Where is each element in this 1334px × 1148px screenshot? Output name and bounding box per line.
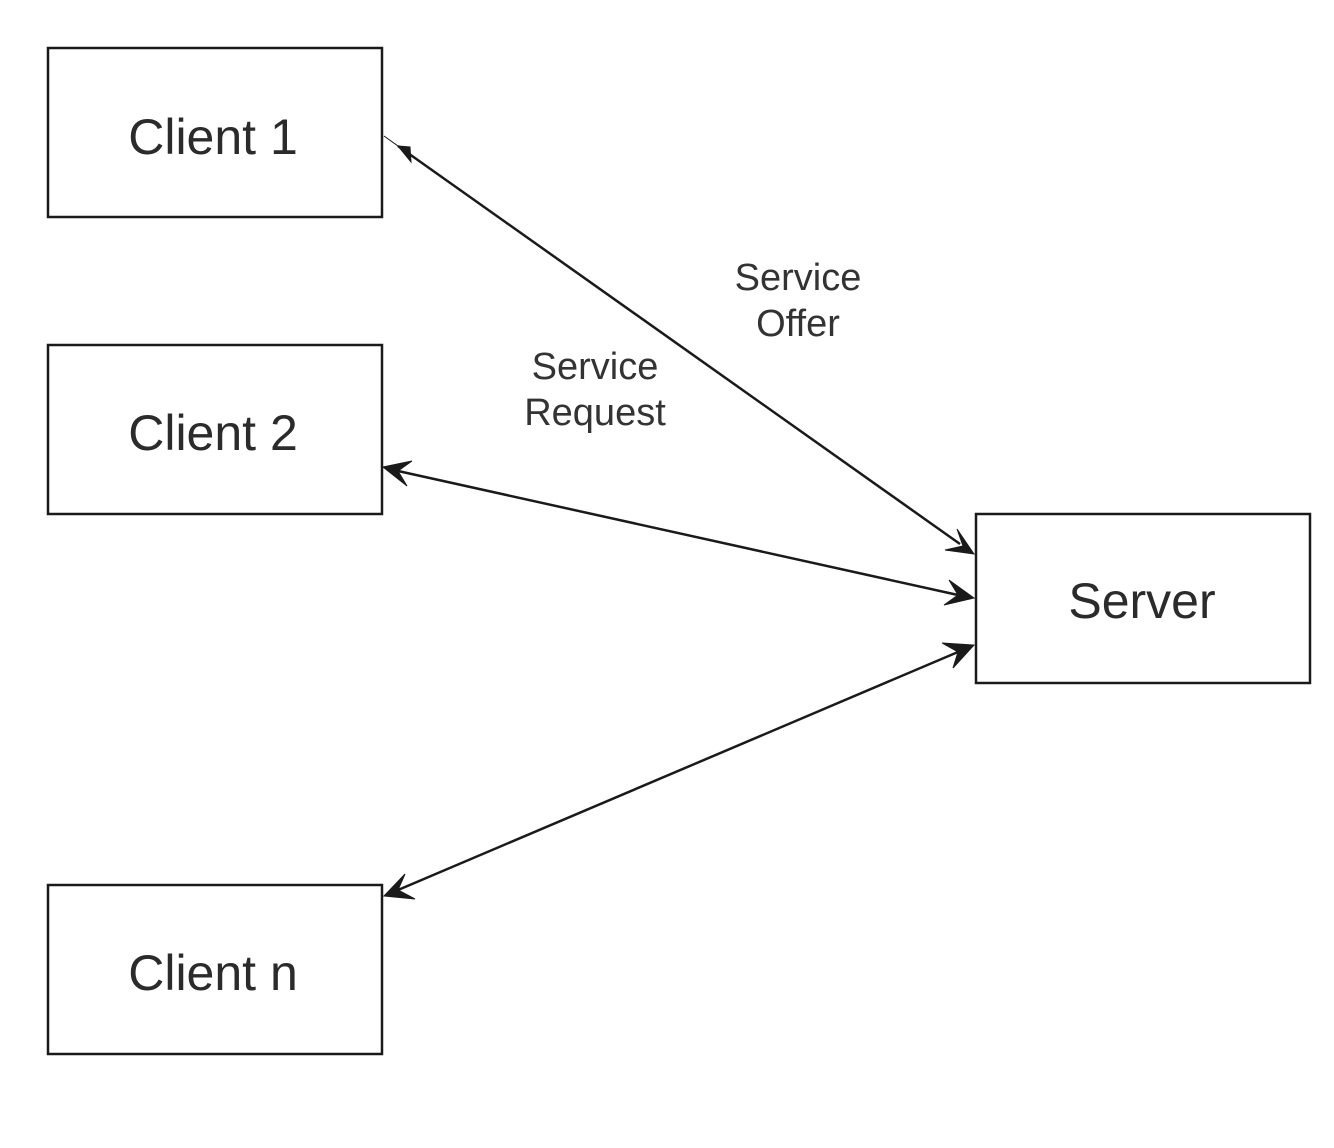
node-server: Server	[974, 512, 1312, 685]
node-client-1: Client 1	[46, 46, 384, 219]
node-label-client-2: Client 2	[128, 405, 298, 461]
edge-label-service-offer: Service Offer	[735, 257, 862, 345]
service-request-line-2: Request	[524, 392, 666, 434]
edge-client-1-server	[383, 135, 976, 555]
arrowhead-client-1	[383, 135, 412, 164]
node-label-client-1: Client 1	[128, 109, 298, 165]
arrowhead-server-bottom	[941, 642, 976, 669]
node-label-server: Server	[1068, 573, 1215, 629]
edge-label-service-request: Service Request	[524, 346, 666, 434]
arrowhead-server-middle	[943, 579, 976, 606]
arrowhead-client-n	[382, 873, 416, 900]
node-client-n: Client n	[46, 883, 384, 1056]
service-offer-line-1: Service	[735, 257, 862, 299]
arrowhead-server-top	[944, 528, 976, 555]
node-label-client-n: Client n	[128, 945, 298, 1001]
edge-client-n-server	[382, 642, 976, 900]
service-offer-line-2: Offer	[756, 303, 840, 345]
edge-client-2-server	[381, 460, 976, 606]
arrowhead-client-2	[381, 460, 413, 487]
service-request-line-1: Service	[532, 346, 659, 388]
node-client-2: Client 2	[46, 343, 384, 516]
